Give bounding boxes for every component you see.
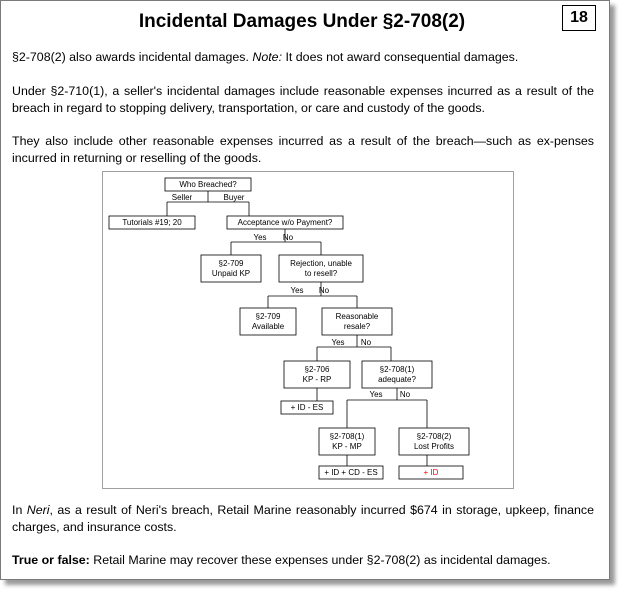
p1-text-b: It does not award consequential damages.: [282, 50, 519, 64]
reasonable-yes: Yes: [331, 338, 344, 347]
p4-text-a: In: [12, 503, 27, 517]
true-false-question: Retail Marine may recover these expenses…: [89, 553, 551, 567]
rejection-line1: Rejection, unable: [290, 259, 352, 268]
reasonable-line2: resale?: [344, 322, 371, 331]
adequate-line2: adequate?: [378, 375, 416, 384]
id-cd-es-box: [318, 465, 384, 480]
available-line1: §2-709: [256, 312, 281, 321]
true-false-label: True or false:: [12, 553, 90, 567]
rejection-line2: to resell?: [305, 269, 338, 278]
paragraph-true-false: True or false: Retail Marine may recover…: [12, 552, 594, 569]
tutorials-text: Tutorials #19; 20: [122, 218, 182, 227]
slide-title: Incidental Damages Under §2-708(2): [138, 11, 466, 32]
reasonable-no: No: [361, 338, 372, 347]
p4-case-name: Neri: [26, 503, 50, 517]
kp-rp-box: [283, 360, 351, 389]
rejection-yes: Yes: [290, 286, 303, 295]
paragraph-2-710: Under §2-710(1), a seller's incidental d…: [12, 84, 594, 115]
paragraph-other-expenses: They also include other reasonable expen…: [12, 134, 594, 165]
unpaid-kp-line2: Unpaid KP: [212, 269, 250, 278]
adequate-line1: §2-708(1): [380, 365, 415, 374]
id-es-text: + ID - ES: [291, 403, 324, 412]
id-es-box: [280, 400, 334, 415]
kp-rp-line1: §2-706: [305, 365, 330, 374]
adequate-no: No: [400, 390, 411, 399]
flowchart-svg: Who Breached? Seller Buyer Tutorials #19…: [108, 177, 470, 480]
adequate-yes: Yes: [369, 390, 382, 399]
kp-mp-line2: KP - MP: [332, 442, 362, 451]
rejection-no: No: [319, 286, 330, 295]
p1-text-a: §2-708(2) also awards incidental damages…: [12, 50, 253, 64]
paragraph-neri: In Neri, as a result of Neri's breach, R…: [12, 502, 594, 536]
plus-id-text: + ID: [424, 468, 439, 477]
id-cd-es-text: + ID + CD - ES: [324, 468, 377, 477]
slide-page: Incidental Damages Under §2-708(2) 18 §2…: [0, 0, 610, 580]
p1-note-label: Note:: [252, 50, 283, 64]
lost-profits-box: [398, 427, 470, 456]
unpaid-kp-line1: §2-709: [219, 259, 244, 268]
available-box: [239, 307, 297, 336]
rejection-box: [278, 254, 364, 283]
plus-id-box: [398, 465, 464, 480]
acceptance-yes: Yes: [253, 233, 266, 242]
who-breached-text: Who Breached?: [179, 180, 237, 189]
lost-profits-line2: Lost Profits: [414, 442, 454, 451]
reasonable-line1: Reasonable: [336, 312, 379, 321]
unpaid-kp-box: [200, 254, 262, 283]
kp-mp-box: [318, 427, 376, 456]
acceptance-no: No: [283, 233, 294, 242]
paragraph-incidental: §2-708(2) also awards incidental damages…: [12, 49, 594, 66]
lost-profits-line1: §2-708(2): [417, 432, 452, 441]
slide-number-box: 18: [562, 5, 596, 31]
tutorials-box: [108, 215, 196, 230]
seller-label: Seller: [172, 193, 193, 202]
buyer-label: Buyer: [224, 193, 245, 202]
p4-text-b: , as a result of Neri's breach, Retail M…: [12, 503, 594, 534]
acceptance-text: Acceptance w/o Payment?: [238, 218, 333, 227]
kp-mp-line1: §2-708(1): [330, 432, 365, 441]
adequate-box: [361, 360, 433, 389]
reasonable-resale-box: [321, 307, 393, 336]
remedies-flowchart: Who Breached? Seller Buyer Tutorials #19…: [102, 171, 514, 489]
kp-rp-line2: KP - RP: [303, 375, 332, 384]
available-line2: Available: [252, 322, 285, 331]
